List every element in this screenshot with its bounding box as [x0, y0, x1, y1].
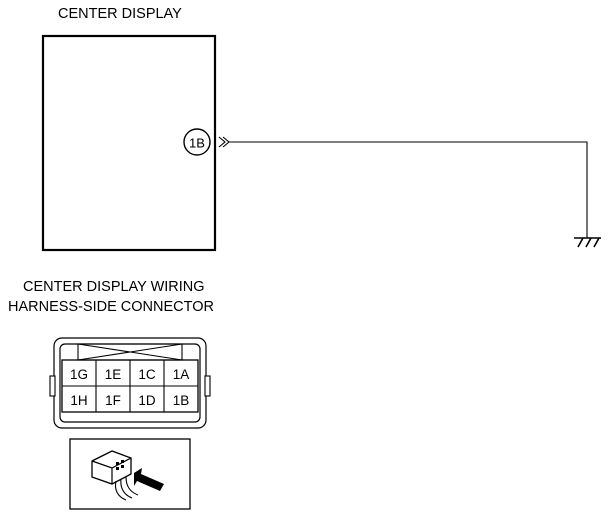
harness-connector: 1G 1E 1C 1A 1H 1F 1D 1B: [49, 337, 211, 429]
terminal-1g: 1G: [70, 367, 88, 382]
terminal-1f: 1F: [105, 393, 121, 408]
connector-title-line2: HARNESS-SIDE CONNECTOR: [8, 299, 214, 315]
terminal-1h: 1H: [70, 393, 87, 408]
center-display-title: CENTER DISPLAY: [58, 6, 182, 22]
pin-circle: [183, 128, 211, 156]
terminal-1b: 1B: [173, 393, 190, 408]
pin-label: 1B: [189, 136, 205, 151]
terminal-1e: 1E: [105, 367, 122, 382]
center-display-box: [41, 34, 217, 252]
terminal-1d: 1D: [138, 393, 156, 408]
terminal-1c: 1C: [138, 367, 156, 382]
connector-chevron-icon: [218, 136, 230, 148]
connector-plug-icon: [69, 438, 191, 510]
connector-title-line1: CENTER DISPLAY WIRING: [23, 279, 205, 295]
terminal-1a: 1A: [173, 367, 190, 382]
ground-wire: [229, 141, 588, 238]
ground-icon: [574, 237, 601, 248]
